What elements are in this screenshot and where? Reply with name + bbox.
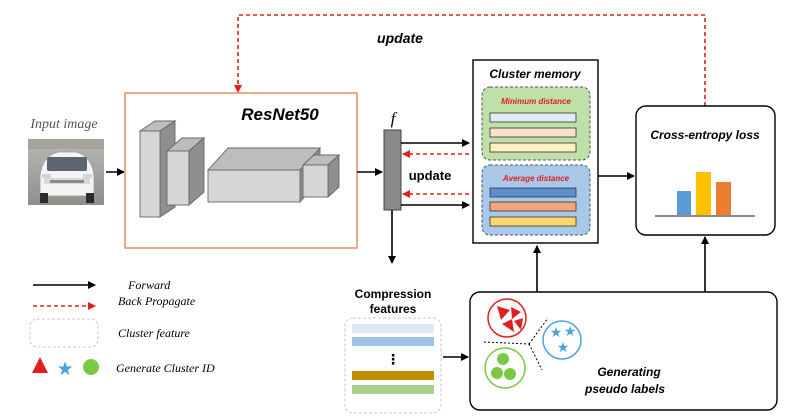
legend-circle-icon — [83, 359, 99, 375]
legend: Forward Back Propagate Cluster feature ★… — [29, 278, 215, 380]
legend-backprop-label: Back Propagate — [118, 294, 196, 308]
cluster-separators — [483, 317, 549, 371]
svg-text:★: ★ — [564, 323, 577, 339]
avg-feature-1 — [489, 187, 577, 198]
compress-feature-2 — [352, 337, 434, 346]
input-image-label: Input image — [29, 117, 97, 132]
loss-bar-blue — [677, 191, 691, 215]
top-update-label: update — [377, 30, 423, 46]
cross-entropy-box — [635, 105, 776, 236]
compress-feature-3 — [352, 371, 434, 380]
svg-text:★: ★ — [550, 324, 563, 340]
legend-star-icon: ★ — [56, 359, 73, 380]
avg-feature-2 — [489, 201, 577, 212]
pseudo-labels-line2: pseudo labels — [584, 382, 665, 396]
resnet-layers — [138, 120, 341, 218]
cluster-circles — [484, 347, 526, 389]
cluster-memory-title: Cluster memory — [489, 67, 582, 81]
legend-triangle-icon — [32, 357, 48, 373]
min-feature-2 — [489, 127, 577, 138]
cluster-stars: ★ ★ ★ — [542, 320, 582, 360]
loss-bar-orange — [716, 182, 731, 215]
legend-cluster-feature-label: Cluster feature — [118, 326, 191, 340]
mid-update-label: update — [409, 168, 452, 183]
compression-ellipsis: ⋮ — [386, 351, 400, 367]
cross-entropy-label: Cross-entropy loss — [650, 128, 760, 142]
feature-symbol: f — [391, 109, 398, 128]
top-update-loop — [234, 14, 706, 106]
compress-feature-4 — [352, 385, 434, 394]
loss-bar-yellow — [696, 172, 711, 215]
legend-forward-label: Forward — [127, 278, 171, 292]
average-distance-label: Average distance — [502, 174, 570, 183]
pseudo-labels-line1: Generating — [597, 365, 661, 379]
pseudo-labels-box — [469, 291, 778, 411]
minimum-distance-panel: Minimum distance — [481, 86, 591, 161]
compression-label-line2: features — [370, 302, 417, 316]
avg-feature-3 — [489, 216, 577, 227]
feature-bar — [383, 129, 402, 211]
compression-features-panel: ⋮ — [344, 317, 442, 414]
compression-label-line1: Compression — [355, 287, 432, 301]
compress-feature-1 — [352, 324, 434, 333]
legend-generate-id-label: Generate Cluster ID — [116, 361, 215, 375]
minimum-distance-label: Minimum distance — [501, 97, 571, 106]
min-feature-3 — [489, 142, 577, 153]
resnet50-label: ResNet50 — [241, 105, 319, 124]
legend-cluster-feature-swatch — [29, 318, 99, 348]
min-feature-1 — [489, 112, 577, 123]
loss-bar-chart — [655, 172, 755, 217]
input-car-image — [28, 139, 104, 205]
svg-text:★: ★ — [557, 339, 570, 355]
cluster-triangles — [487, 298, 527, 338]
average-distance-panel: Average distance — [481, 164, 591, 236]
